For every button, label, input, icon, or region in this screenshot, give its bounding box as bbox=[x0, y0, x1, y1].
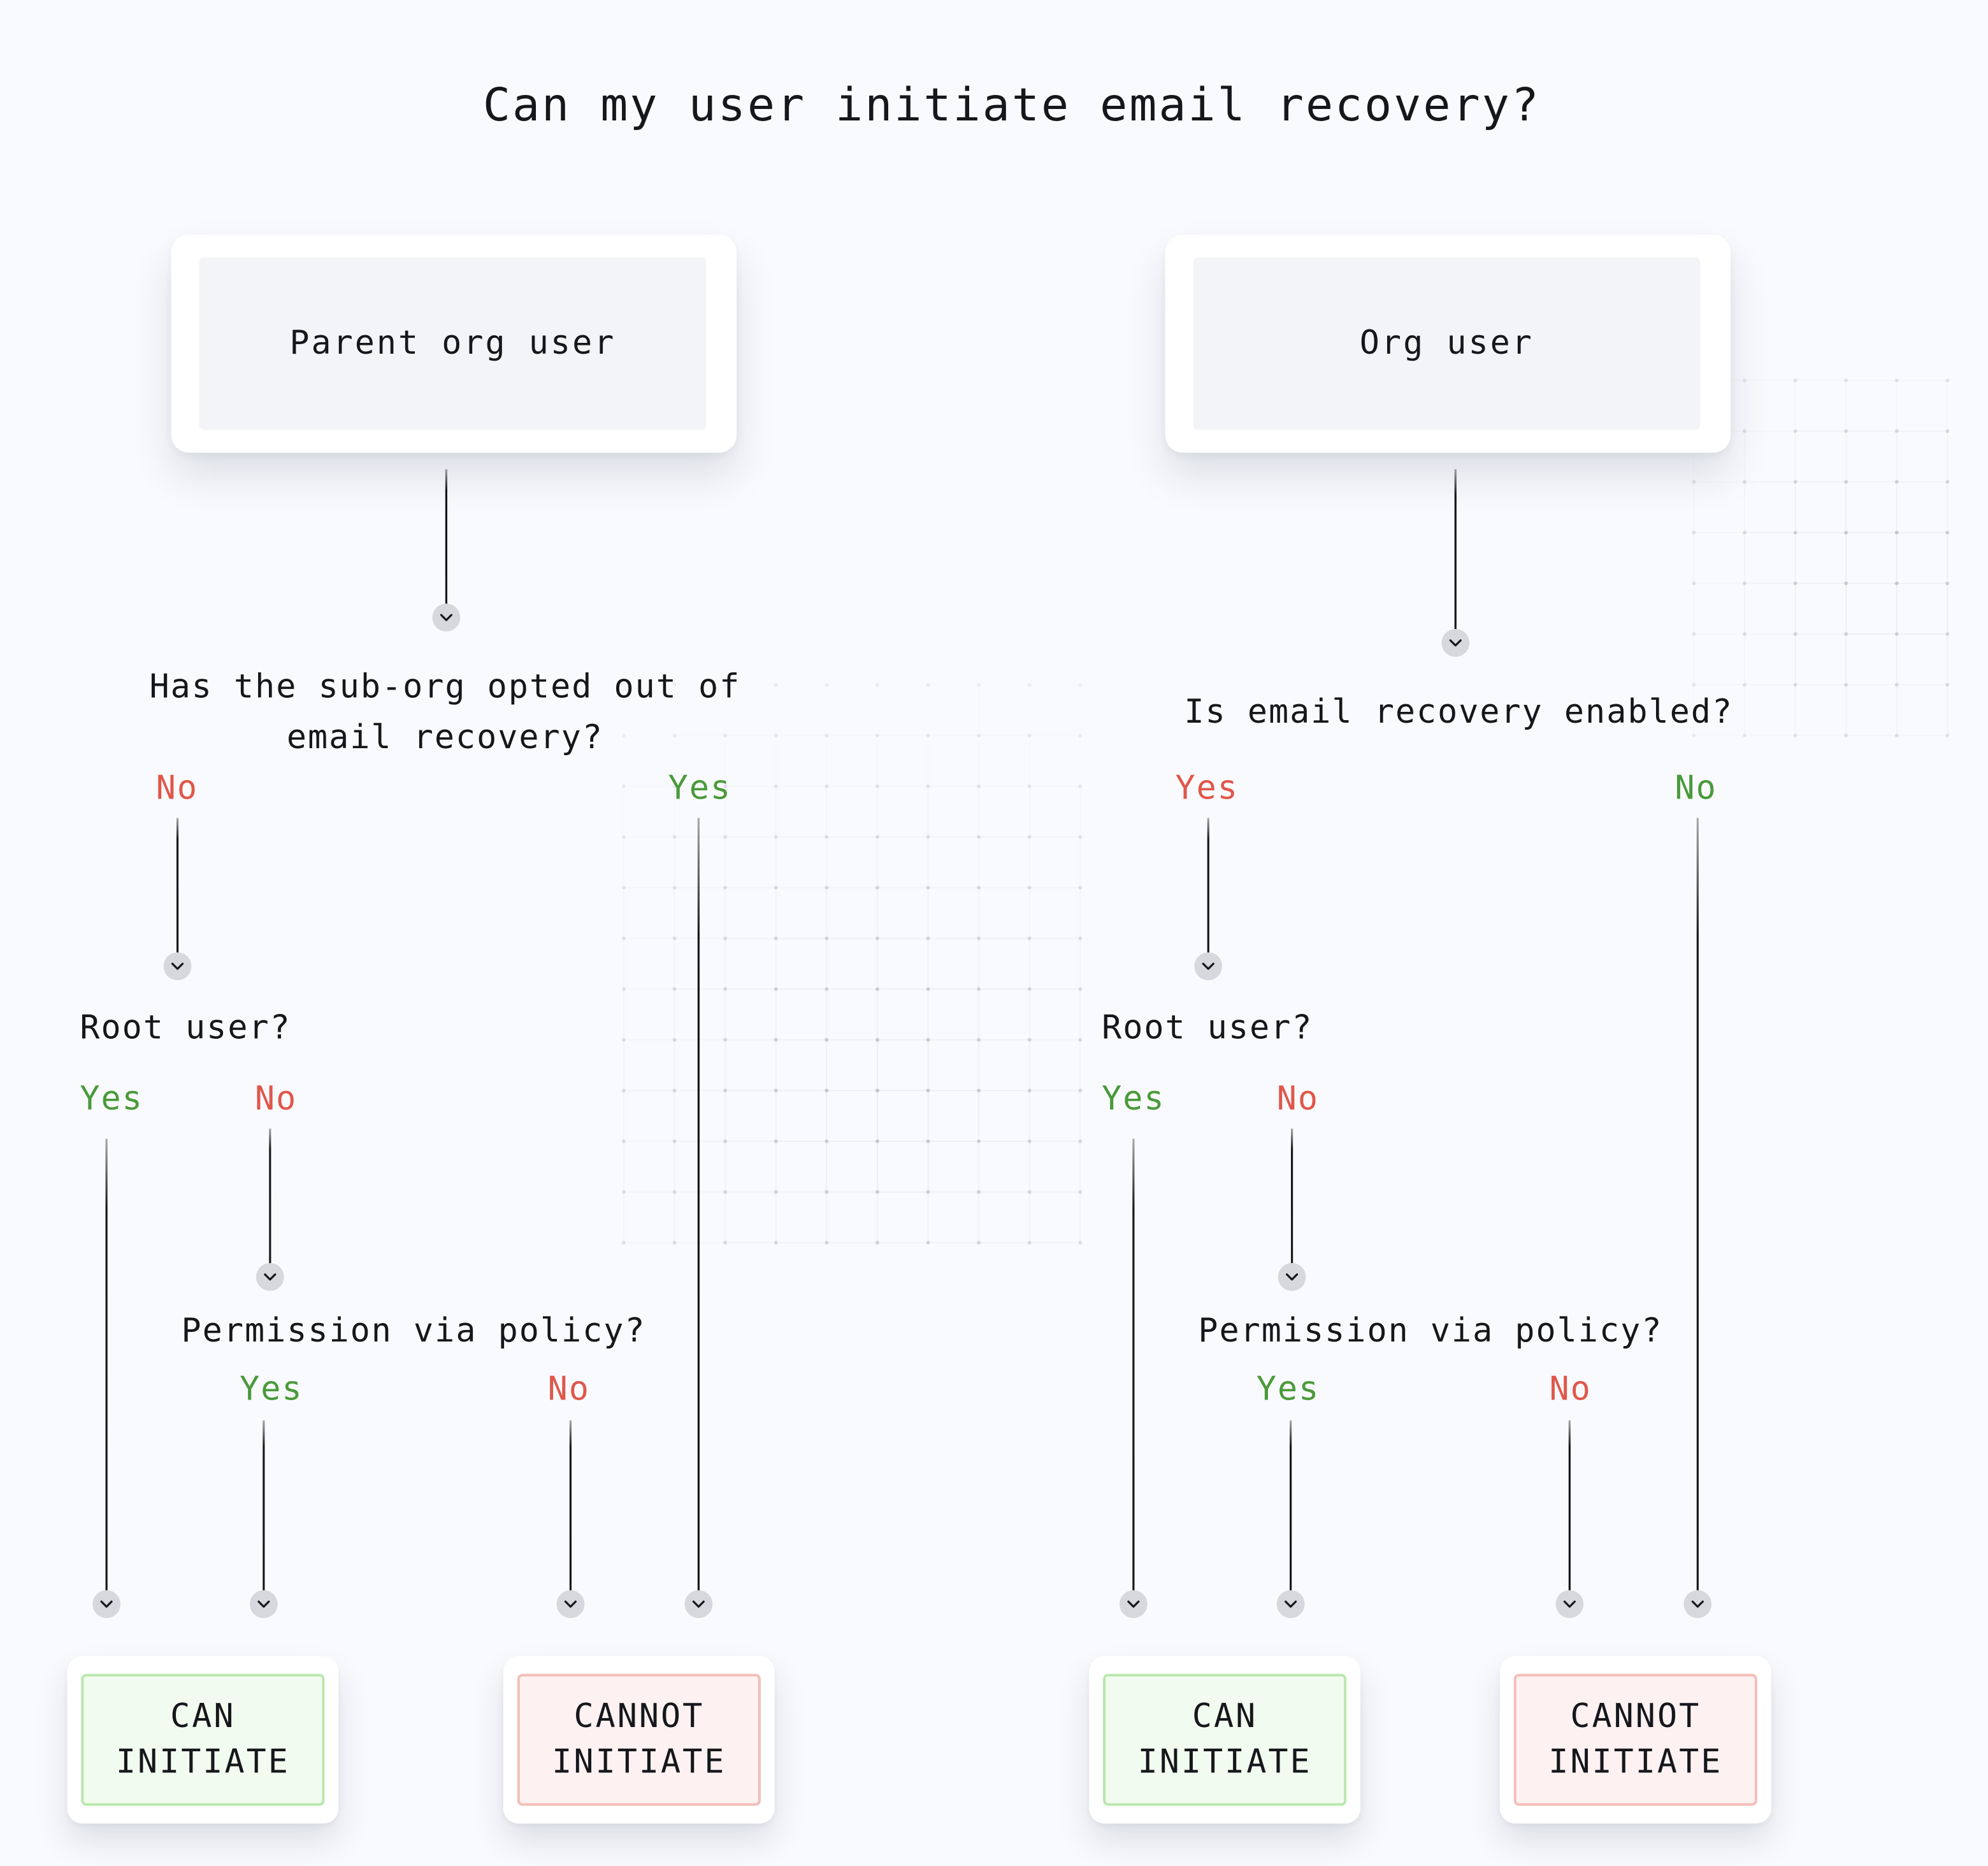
answer-yes-label: Yes bbox=[1102, 1080, 1165, 1118]
answer-yes-label: Yes bbox=[1256, 1370, 1320, 1409]
start-node-label: Parent org user bbox=[199, 257, 707, 430]
result-label: CANNOT INITIATE bbox=[1513, 1674, 1757, 1806]
chevron-down-icon bbox=[1683, 1590, 1712, 1618]
answer-no-label: No bbox=[547, 1370, 590, 1409]
result-label: CANNOT INITIATE bbox=[517, 1674, 761, 1806]
start-node-label: Org user bbox=[1193, 257, 1701, 430]
result-cannot-initiate: CANNOT INITIATE bbox=[1499, 1656, 1771, 1824]
question-permission-via-policy: Permission via policy? bbox=[1198, 1312, 1663, 1351]
chevron-down-icon bbox=[1119, 1590, 1148, 1618]
result-label: CAN INITIATE bbox=[1103, 1674, 1347, 1806]
chevron-down-icon bbox=[1276, 1590, 1305, 1618]
result-label: CAN INITIATE bbox=[81, 1674, 325, 1806]
chevron-down-icon bbox=[163, 952, 192, 981]
start-node-org-user: Org user bbox=[1165, 235, 1731, 453]
answer-yes-label: Yes bbox=[1175, 769, 1239, 808]
result-cannot-initiate: CANNOT INITIATE bbox=[503, 1656, 775, 1824]
dot-grid-center bbox=[621, 683, 1083, 1245]
result-can-initiate: CAN INITIATE bbox=[67, 1656, 339, 1824]
answer-yes-label: Yes bbox=[668, 769, 732, 808]
chevron-down-icon bbox=[1194, 952, 1223, 981]
chevron-down-icon bbox=[1441, 628, 1470, 657]
answer-yes-label: Yes bbox=[240, 1370, 303, 1409]
chevron-down-icon bbox=[249, 1590, 278, 1618]
chevron-down-icon bbox=[556, 1590, 585, 1618]
chevron-down-icon bbox=[432, 604, 461, 632]
chevron-down-icon bbox=[92, 1590, 121, 1618]
chevron-down-icon bbox=[1555, 1590, 1584, 1618]
start-node-parent-org-user: Parent org user bbox=[171, 235, 737, 453]
diagram-title: Can my user initiate email recovery? bbox=[482, 80, 1541, 132]
answer-yes-label: Yes bbox=[80, 1080, 143, 1118]
chevron-down-icon bbox=[684, 1590, 713, 1618]
question-sub-org-opted-out: Has the sub-org opted out of email recov… bbox=[149, 668, 741, 757]
result-can-initiate: CAN INITIATE bbox=[1089, 1656, 1361, 1824]
dot-grid-right bbox=[1692, 378, 1950, 738]
answer-no-label: No bbox=[155, 769, 199, 808]
answer-no-label: No bbox=[1549, 1370, 1592, 1409]
question-permission-via-policy: Permission via policy? bbox=[181, 1312, 646, 1351]
question-root-user: Root user? bbox=[80, 1009, 291, 1048]
answer-no-label: No bbox=[1675, 769, 1717, 808]
answer-no-label: No bbox=[1276, 1080, 1320, 1118]
chevron-down-icon bbox=[1278, 1262, 1306, 1291]
question-email-recovery-enabled: Is email recovery enabled? bbox=[1184, 693, 1734, 732]
answer-no-label: No bbox=[254, 1080, 298, 1118]
question-root-user: Root user? bbox=[1102, 1009, 1313, 1048]
chevron-down-icon bbox=[256, 1262, 284, 1291]
